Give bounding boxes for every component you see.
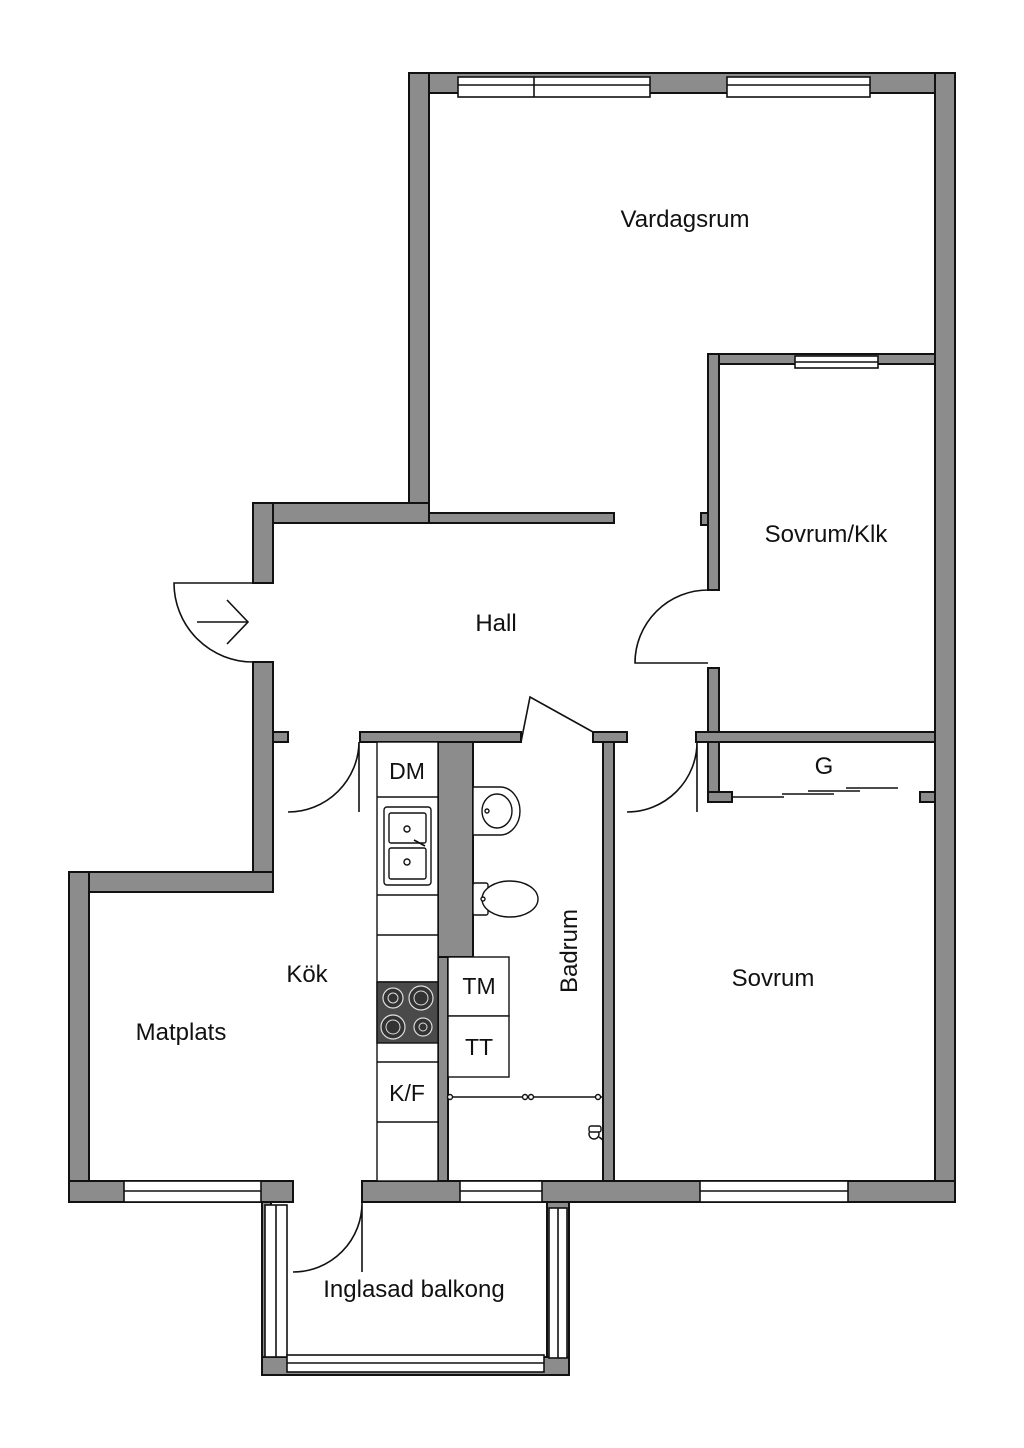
wall-bedroom-klk-left-upper — [707, 353, 720, 591]
washbasin — [472, 786, 521, 836]
wall-kitchen-bath — [437, 741, 474, 958]
kitchen-stove — [376, 981, 439, 1044]
bathroom-fixtures — [446, 786, 604, 1141]
window-bath — [459, 1180, 543, 1203]
window-bedroom — [699, 1180, 849, 1203]
window-dining — [123, 1180, 262, 1203]
kitchen-sink — [383, 806, 432, 886]
wall-hall-left-upper — [252, 502, 274, 584]
label-sovrum: Sovrum — [732, 965, 815, 992]
wall-bottom-right — [361, 1180, 956, 1203]
label-inglasad-balkong: Inglasad balkong — [323, 1276, 504, 1303]
wall-dining-top — [68, 871, 274, 893]
wall-bath-hall-right — [592, 731, 628, 743]
wall-bedroom-klk-bottom — [695, 731, 936, 743]
label-sovrum-klk: Sovrum/Klk — [765, 521, 889, 548]
door-entrance — [173, 582, 254, 663]
windows — [123, 76, 879, 1373]
wall-kitchen-hall-left — [272, 731, 289, 743]
label-badrum: Badrum — [556, 909, 583, 993]
wall-living-hall-partition — [428, 512, 615, 524]
wall-closet-bottom — [707, 791, 733, 803]
wall-kitchen-bath-lower — [437, 956, 449, 1182]
wall-kitchen-hall-mid — [359, 731, 522, 743]
wall-closet-stub-right — [919, 791, 936, 803]
label-matplats: Matplats — [136, 1019, 227, 1046]
label-kf: K/F — [389, 1080, 425, 1106]
label-tt: TT — [465, 1034, 493, 1060]
shower-rail — [446, 1092, 604, 1102]
washer-tm-box — [447, 956, 510, 1017]
wall-bath-bedroom — [602, 741, 615, 1182]
wall-hall-top — [252, 502, 430, 524]
toilet — [472, 880, 539, 918]
label-kok: Kök — [286, 961, 328, 988]
wall-hall-left-lower — [252, 661, 274, 893]
wall-door-stop — [700, 512, 709, 526]
window-bedroom-klk — [794, 355, 879, 369]
label-vardagsrum: Vardagsrum — [621, 206, 750, 233]
doors — [173, 582, 898, 1273]
wall-bedroom-klk-left-lower — [707, 667, 720, 743]
label-hall: Hall — [475, 610, 516, 637]
kitchen-counter — [376, 741, 439, 1182]
label-g: G — [815, 753, 834, 780]
window-balcony-right — [548, 1207, 568, 1359]
door-balcony — [292, 1201, 363, 1273]
fixture-labels: DM TM TT K/F — [389, 758, 496, 1106]
dryer-tt-box — [447, 1015, 510, 1078]
window-balcony-bottom — [286, 1354, 545, 1373]
wall-left-living — [408, 72, 430, 514]
closet-sliding-doors — [732, 787, 898, 798]
window-living-2 — [726, 76, 871, 98]
label-dm: DM — [389, 758, 425, 784]
window-living-1 — [457, 76, 651, 98]
door-bedroom-klk — [634, 589, 709, 664]
door-bedroom — [626, 741, 698, 813]
shower-head — [588, 1125, 604, 1141]
label-tm: TM — [462, 973, 495, 999]
wall-right-exterior — [934, 72, 956, 1202]
window-balcony-left — [264, 1204, 288, 1358]
room-labels: Vardagsrum Sovrum/Klk Hall G Kök Matplat… — [136, 206, 889, 1303]
door-bathroom — [520, 695, 594, 743]
walls — [68, 72, 956, 1376]
wall-dining-left — [68, 871, 90, 1203]
door-kitchen — [287, 741, 360, 813]
